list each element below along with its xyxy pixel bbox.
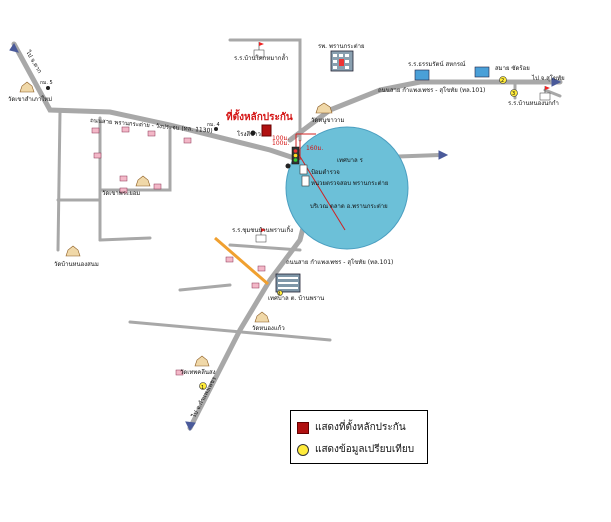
- label-to-sukhothai: ไป จ.สุโขทัย: [531, 74, 565, 82]
- temple-center-icon: [315, 102, 333, 114]
- house-icon: [183, 137, 192, 144]
- comparison-marker-1: [199, 382, 207, 390]
- comparison-marker-3: [510, 89, 518, 97]
- road-rt-small: [543, 88, 562, 98]
- label-dist-1: 100ม.: [272, 140, 289, 147]
- label-dist-2: 160ม.: [306, 145, 323, 152]
- comparison-markers: [199, 76, 518, 390]
- label-cooperative: ร.ร.ธรรมรัตน์ สหกรณ์: [408, 60, 466, 68]
- house-icon: [257, 265, 266, 272]
- road-left-a: [56, 110, 62, 252]
- temple-left-icon: [19, 81, 35, 93]
- temple-south-icon: [254, 311, 270, 323]
- comparison-marker-2: [499, 76, 507, 84]
- label-police: ป้อมตำรวจ: [311, 169, 340, 176]
- legend-guarantee-row: แสดงที่ตั้งหลักประกัน: [297, 420, 406, 435]
- label-to-south: ไป จ.กำแพงเพชร: [189, 375, 218, 420]
- arrow-east-icon: [438, 150, 449, 160]
- radius-circle: [285, 126, 409, 250]
- km-marker-2-icon: [46, 86, 50, 90]
- label-dist-3: 100ม.: [272, 135, 289, 142]
- arrow-northeast-icon: [551, 77, 562, 87]
- label-school-bottom: ร.ร.ชุมชนบ้านพรานเกิ้ง: [232, 224, 293, 234]
- legend-comparison-label: แสดงข้อมูลเปรียบเทียบ: [315, 444, 415, 455]
- house-icon: [225, 256, 234, 263]
- temple-far-south-icon: [194, 355, 210, 367]
- arrow-north-icon: [9, 43, 19, 53]
- label-temple-center: วัดหนูขาวาม: [311, 117, 345, 124]
- bus-stop-icon: [285, 163, 291, 169]
- house-icon: [251, 282, 260, 289]
- road-school-top: [228, 38, 302, 62]
- house-icon: [175, 369, 184, 376]
- arrow-south-icon: [185, 421, 196, 431]
- temple-icons: [19, 81, 333, 367]
- house-icon: [121, 126, 130, 133]
- school-right-icon: [539, 86, 551, 101]
- road-network: [11, 38, 563, 431]
- district-office-icon: [301, 175, 310, 187]
- road-left-c: [98, 128, 172, 192]
- label-municipal-office: เทศบาล ต. บ้านพราน: [268, 295, 324, 302]
- house-icon: [93, 152, 102, 159]
- label-temple-south: วัดหนองแก้ว: [252, 325, 285, 332]
- km-marker-icon: [214, 127, 218, 131]
- label-hospital: รพ. พรานกระต่าย: [318, 43, 365, 50]
- label-khok-school: ร.ร.บ้านโคกหมากล้ำ: [234, 52, 288, 62]
- legend-comparison-row: แสดงข้อมูลเปรียบเทียบ: [297, 442, 414, 457]
- map-legend: แสดงที่ตั้งหลักประกัน แสดงข้อมูลเปรียบเท…: [290, 410, 428, 464]
- school-bottom-icon: [255, 228, 267, 243]
- label-temple-bottom-left: วัดบ้านหนองสนม: [54, 261, 99, 268]
- house-icon: [119, 175, 128, 182]
- label-road-101-top: ถนนสาย กำแพงเพชร - สุโขทัย (ทล.101): [378, 86, 485, 94]
- label-km-mid: กม. 4: [207, 122, 220, 128]
- label-district: หน่วยตรวจสอบ พรานกระต่าย: [311, 180, 388, 187]
- label-road-101-mid: ถนนสาย กำแพงเพชร - สุโขทัย (ทล.101): [286, 258, 393, 266]
- road-bottom-a: [128, 320, 332, 342]
- label-school-right: ร.ร.บ้านหนองนกกำ: [508, 100, 559, 107]
- house-icons: [91, 126, 266, 376]
- house-icon: [91, 127, 100, 134]
- road-101-north: [287, 79, 563, 143]
- label-temple-mid-left: วัดเขาพระยอม: [102, 190, 140, 197]
- label-rice-mill: โรงสีข้าว: [237, 130, 261, 138]
- marker-number-4: 4: [278, 291, 281, 296]
- comparison-marker-4: [277, 290, 283, 296]
- legend-guarantee-label: แสดงที่ตั้งหลักประกัน: [315, 422, 406, 433]
- label-guarantee-site: ที่ตั้งหลักประกัน: [226, 109, 293, 123]
- road-left-e: [98, 236, 152, 242]
- school-icon: [253, 42, 265, 58]
- label-municipal: เทศบาล ร: [337, 157, 364, 164]
- house-icon: [119, 187, 128, 194]
- label-km-left: กม. 5: [40, 80, 53, 86]
- house-icon: [147, 130, 156, 137]
- guarantee-site-icon[interactable]: [261, 124, 272, 137]
- legend-yellow-circle-icon: [297, 443, 309, 456]
- marker-number-2: 2: [501, 78, 504, 84]
- label-market: บริเวณ ตลาด อ.พรานกระต่าย: [310, 203, 388, 210]
- road-bottom-b: [178, 283, 232, 292]
- label-temple-left: วัดเขาสำเภาใหม่: [8, 95, 52, 103]
- road-1130: [11, 41, 303, 163]
- house-icon: [153, 183, 162, 190]
- direction-arrows: [9, 43, 562, 431]
- legend-red-square-icon: [297, 421, 309, 434]
- cooperative-building-icon: [414, 69, 430, 81]
- label-supply: สมาย ซัดร้อย: [495, 65, 530, 72]
- hospital-icon: [330, 50, 354, 72]
- municipal-office-icon: [275, 273, 301, 293]
- marker-number-3: 3: [512, 91, 515, 97]
- orange-route: [214, 236, 269, 286]
- police-box-icon: [299, 164, 308, 175]
- temple-bottom-left-icon: [65, 245, 81, 257]
- label-temple-far-south: วัดเทพคลีนสง: [180, 368, 216, 376]
- supply-building-icon: [474, 66, 490, 78]
- marker-number-1: 1: [201, 385, 204, 391]
- road-bottom-c: [228, 243, 302, 252]
- rice-mill-icon: [250, 130, 256, 136]
- temple-mid-left-icon: [135, 175, 151, 187]
- traffic-light-icon: [291, 146, 300, 165]
